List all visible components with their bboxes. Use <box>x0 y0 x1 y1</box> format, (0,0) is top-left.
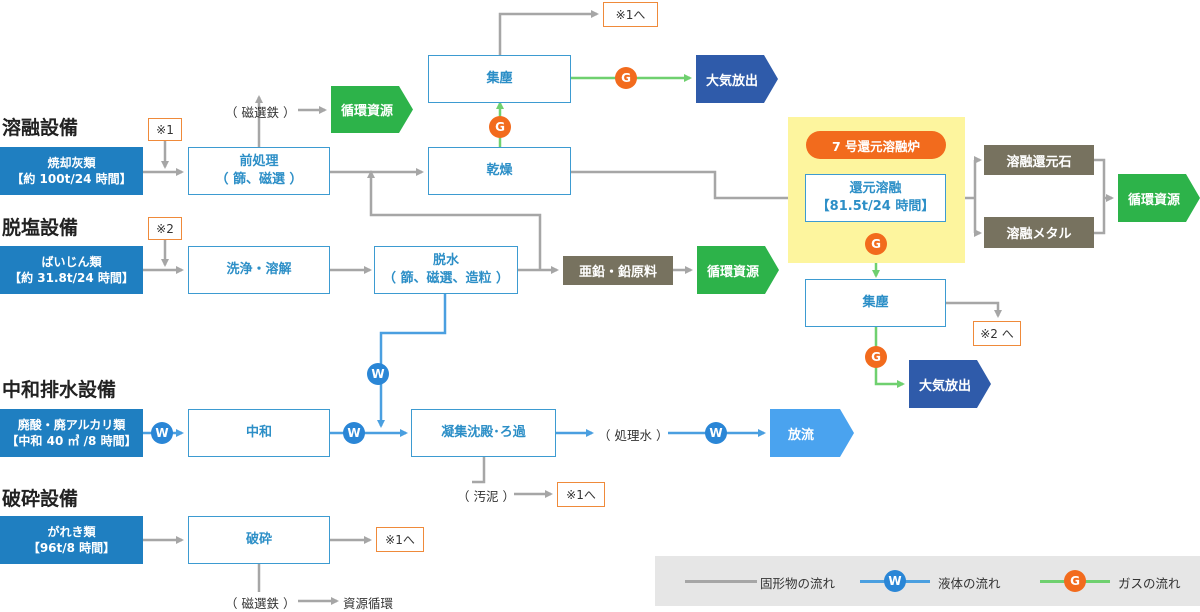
process-dust-collector-2: 集塵 <box>805 279 946 327</box>
source-acid: 廃酸・廃アルカリ類 【中和 40 ㎥ /8 時間】 <box>0 409 143 457</box>
legend-liquid-label: 液体の流れ <box>938 576 1001 591</box>
note-dust2: ※2 へ <box>973 321 1021 346</box>
label-resource-cycle: 資源循環 <box>343 596 394 611</box>
source-ash-rate: 【約 100t/24 時間】 <box>11 172 132 186</box>
legend-gas-badge: G <box>1064 570 1086 592</box>
output-recycle-2: 循環資源 <box>697 246 779 294</box>
output-recycle-1: 循環資源 <box>331 86 413 133</box>
note-crush: ※1へ <box>376 527 424 552</box>
process-dry: 乾燥 <box>428 147 571 195</box>
process-dewater-detail: （ 篩、磁選、造粒 ） <box>382 271 510 286</box>
source-rubble-name: がれき類 <box>47 524 96 539</box>
process-neutralize: 中和 <box>188 409 330 457</box>
process-dewater-title: 脱水 <box>432 253 459 269</box>
process-pretreat-detail: （ 篩、磁選 ） <box>215 172 303 187</box>
label-treated-water: （ 処理水 ） <box>598 428 669 443</box>
section-heading-desalt: 脱塩設備 <box>2 217 79 239</box>
source-dust-rate: 【約 31.8t/24 時間】 <box>9 271 134 285</box>
output-discharge: 放流 <box>770 409 854 457</box>
process-dust-collector-1: 集塵 <box>428 55 571 103</box>
source-dust-name: ばいじん類 <box>41 254 102 269</box>
process-wash: 洗浄・溶解 <box>188 246 330 294</box>
label-sludge: （ 汚泥 ） <box>457 489 515 504</box>
note-dust1: ※1へ <box>603 2 658 27</box>
liquid-badge-neutral: W <box>343 422 365 444</box>
gas-badge-dust2: G <box>865 346 887 368</box>
process-crush: 破砕 <box>188 516 330 564</box>
label-magnetic-iron-1: （ 磁選鉄 ） <box>225 105 296 120</box>
note-dust: ※2 <box>148 217 182 240</box>
process-reduction-melting: 還元溶融 【81.5t/24 時間】 <box>805 174 946 222</box>
legend-gas-label: ガスの流れ <box>1118 576 1181 591</box>
note-ash: ※1 <box>148 118 182 141</box>
legend-solid-label: 固形物の流れ <box>760 576 836 591</box>
legend-solid-line <box>685 580 757 583</box>
process-reduction-rate: 【81.5t/24 時間】 <box>816 199 935 214</box>
source-dust: ばいじん類 【約 31.8t/24 時間】 <box>0 246 143 294</box>
source-acid-rate: 【中和 40 ㎥ /8 時間】 <box>6 434 137 448</box>
furnace-label: 7 号還元溶融炉 <box>806 131 946 159</box>
output-air-release-2: 大気放出 <box>909 360 991 408</box>
section-heading-crush: 破砕設備 <box>2 488 79 510</box>
output-recycle-3: 循環資源 <box>1118 174 1200 222</box>
section-heading-melting: 溶融設備 <box>2 117 79 139</box>
process-pretreat-title: 前処理 <box>239 154 279 170</box>
process-dewater: 脱水 （ 篩、磁選、造粒 ） <box>374 246 518 294</box>
liquid-badge-dewater: W <box>367 363 389 385</box>
source-ash-name: 焼却灰類 <box>47 155 96 170</box>
gas-badge-dust1: G <box>615 67 637 89</box>
label-magnetic-iron-2: （ 磁選鉄 ） <box>225 596 296 611</box>
source-rubble: がれき類 【96t/8 時間】 <box>0 516 143 564</box>
process-coagulation: 凝集沈殿･ろ過 <box>411 409 556 457</box>
output-air-release-1: 大気放出 <box>696 55 778 103</box>
liquid-badge-water: W <box>705 422 727 444</box>
gas-badge-dry: G <box>489 116 511 138</box>
gas-badge-reduce: G <box>865 233 887 255</box>
product-slag-stone: 溶融還元石 <box>984 145 1094 175</box>
source-acid-name: 廃酸・廃アルカリ類 <box>17 417 126 432</box>
liquid-badge-acid: W <box>151 422 173 444</box>
legend-liquid-badge: W <box>884 570 906 592</box>
legend: 固形物の流れ W 液体の流れ G ガスの流れ <box>655 556 1200 606</box>
note-sludge: ※1へ <box>557 482 605 507</box>
source-rubble-rate: 【96t/8 時間】 <box>27 541 116 555</box>
process-reduction-title: 還元溶融 <box>849 181 902 197</box>
process-pretreat: 前処理 （ 篩、磁選 ） <box>188 147 330 195</box>
source-ash: 焼却灰類 【約 100t/24 時間】 <box>0 147 143 195</box>
product-zinc-lead: 亜鉛・鉛原料 <box>563 256 673 285</box>
product-metal: 溶融メタル <box>984 217 1094 248</box>
section-heading-neutral: 中和排水設備 <box>2 379 117 401</box>
